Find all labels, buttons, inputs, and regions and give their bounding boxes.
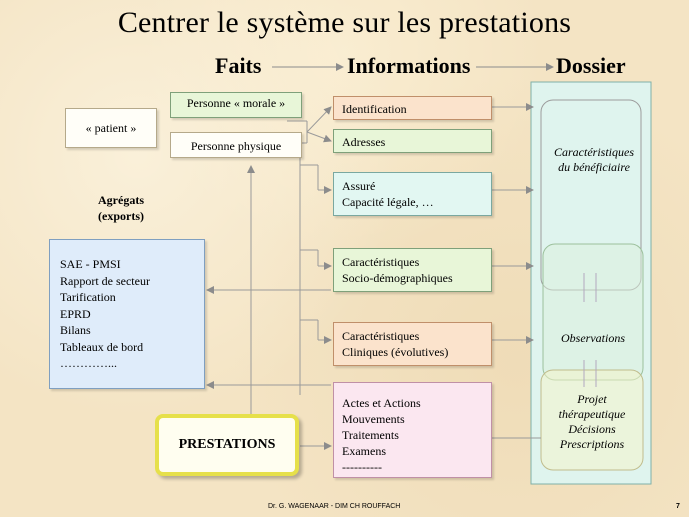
- socio-box: Caractéristiques Socio-démographiques: [333, 248, 492, 292]
- projet-line: thérapeutique: [558, 407, 626, 421]
- patient-label: « patient »: [85, 121, 137, 135]
- footer-page-number: 7: [676, 503, 680, 510]
- export-item: Bilans: [60, 323, 91, 337]
- socio-line: Socio-démographiques: [342, 271, 453, 285]
- beneficiaire-line: du bénéficiaire: [558, 160, 630, 174]
- export-item: Rapport de secteur: [60, 273, 150, 288]
- actes-line: Mouvements: [342, 412, 405, 426]
- assure-line: Capacité légale, …: [342, 195, 434, 209]
- identification-label: Identification: [342, 102, 407, 116]
- agregats-line2: (exports): [98, 209, 144, 223]
- exports-box: SAE - PMSI Rapport de secteur Tarificati…: [49, 239, 205, 389]
- personne-physique-box: Personne physique: [170, 132, 302, 158]
- export-item: Tarification: [60, 290, 116, 304]
- cliniques-line: Caractéristiques: [342, 329, 420, 343]
- projet-line: Projet: [577, 392, 607, 406]
- beneficiaire-line: Caractéristiques: [554, 145, 634, 159]
- actes-line: Traitements: [342, 428, 399, 442]
- assure-line: Assuré: [342, 179, 376, 193]
- header-dossier: Dossier: [556, 53, 626, 78]
- header-faits: Faits: [215, 53, 262, 78]
- personne-morale-label: Personne « morale »: [186, 96, 286, 110]
- agregats-line1: Agrégats: [98, 193, 144, 207]
- cliniques-box: Caractéristiques Cliniques (évolutives): [333, 322, 492, 366]
- identification-box: Identification: [333, 96, 492, 120]
- beneficiaire-text: Caractéristiques du bénéficiaire: [541, 145, 647, 175]
- agregats-label: Agrégats (exports): [98, 192, 144, 224]
- export-item: Tableaux de bord: [60, 339, 144, 354]
- patient-box: « patient »: [65, 108, 157, 148]
- assure-box: Assuré Capacité légale, …: [333, 172, 492, 216]
- actes-line: Actes et Actions: [342, 396, 421, 410]
- export-item: …………...: [60, 356, 117, 370]
- adresses-box: Adresses: [333, 129, 492, 153]
- prestations-label: PRESTATIONS: [178, 437, 276, 452]
- footer-author: Dr. G. WAGENAAR - DIM CH ROUFFACH: [268, 503, 401, 510]
- personne-physique-label: Personne physique: [190, 139, 282, 153]
- export-item: EPRD: [60, 306, 91, 321]
- prestations-box: PRESTATIONS: [155, 414, 299, 476]
- projet-line: Décisions: [568, 422, 616, 436]
- page-title: Centrer le système sur les prestations: [117, 6, 572, 39]
- header-informations: Informations: [347, 53, 471, 78]
- dossier-inner-bottom: [540, 369, 644, 471]
- cliniques-line: Cliniques (évolutives): [342, 345, 449, 359]
- actes-line: ----------: [342, 460, 382, 474]
- dossier-inner-mid: [542, 243, 644, 381]
- projet-line: Prescriptions: [559, 437, 625, 451]
- adresses-label: Adresses: [342, 135, 386, 149]
- projet-text: Projet thérapeutique Décisions Prescript…: [541, 392, 643, 452]
- socio-line: Caractéristiques: [342, 255, 420, 269]
- export-item: SAE - PMSI: [60, 257, 121, 271]
- actes-box: Actes et Actions Mouvements Traitements …: [333, 382, 492, 478]
- actes-line: Examens: [342, 444, 386, 458]
- personne-morale-box: Personne « morale »: [170, 92, 302, 118]
- observations-text: Observations: [561, 331, 625, 345]
